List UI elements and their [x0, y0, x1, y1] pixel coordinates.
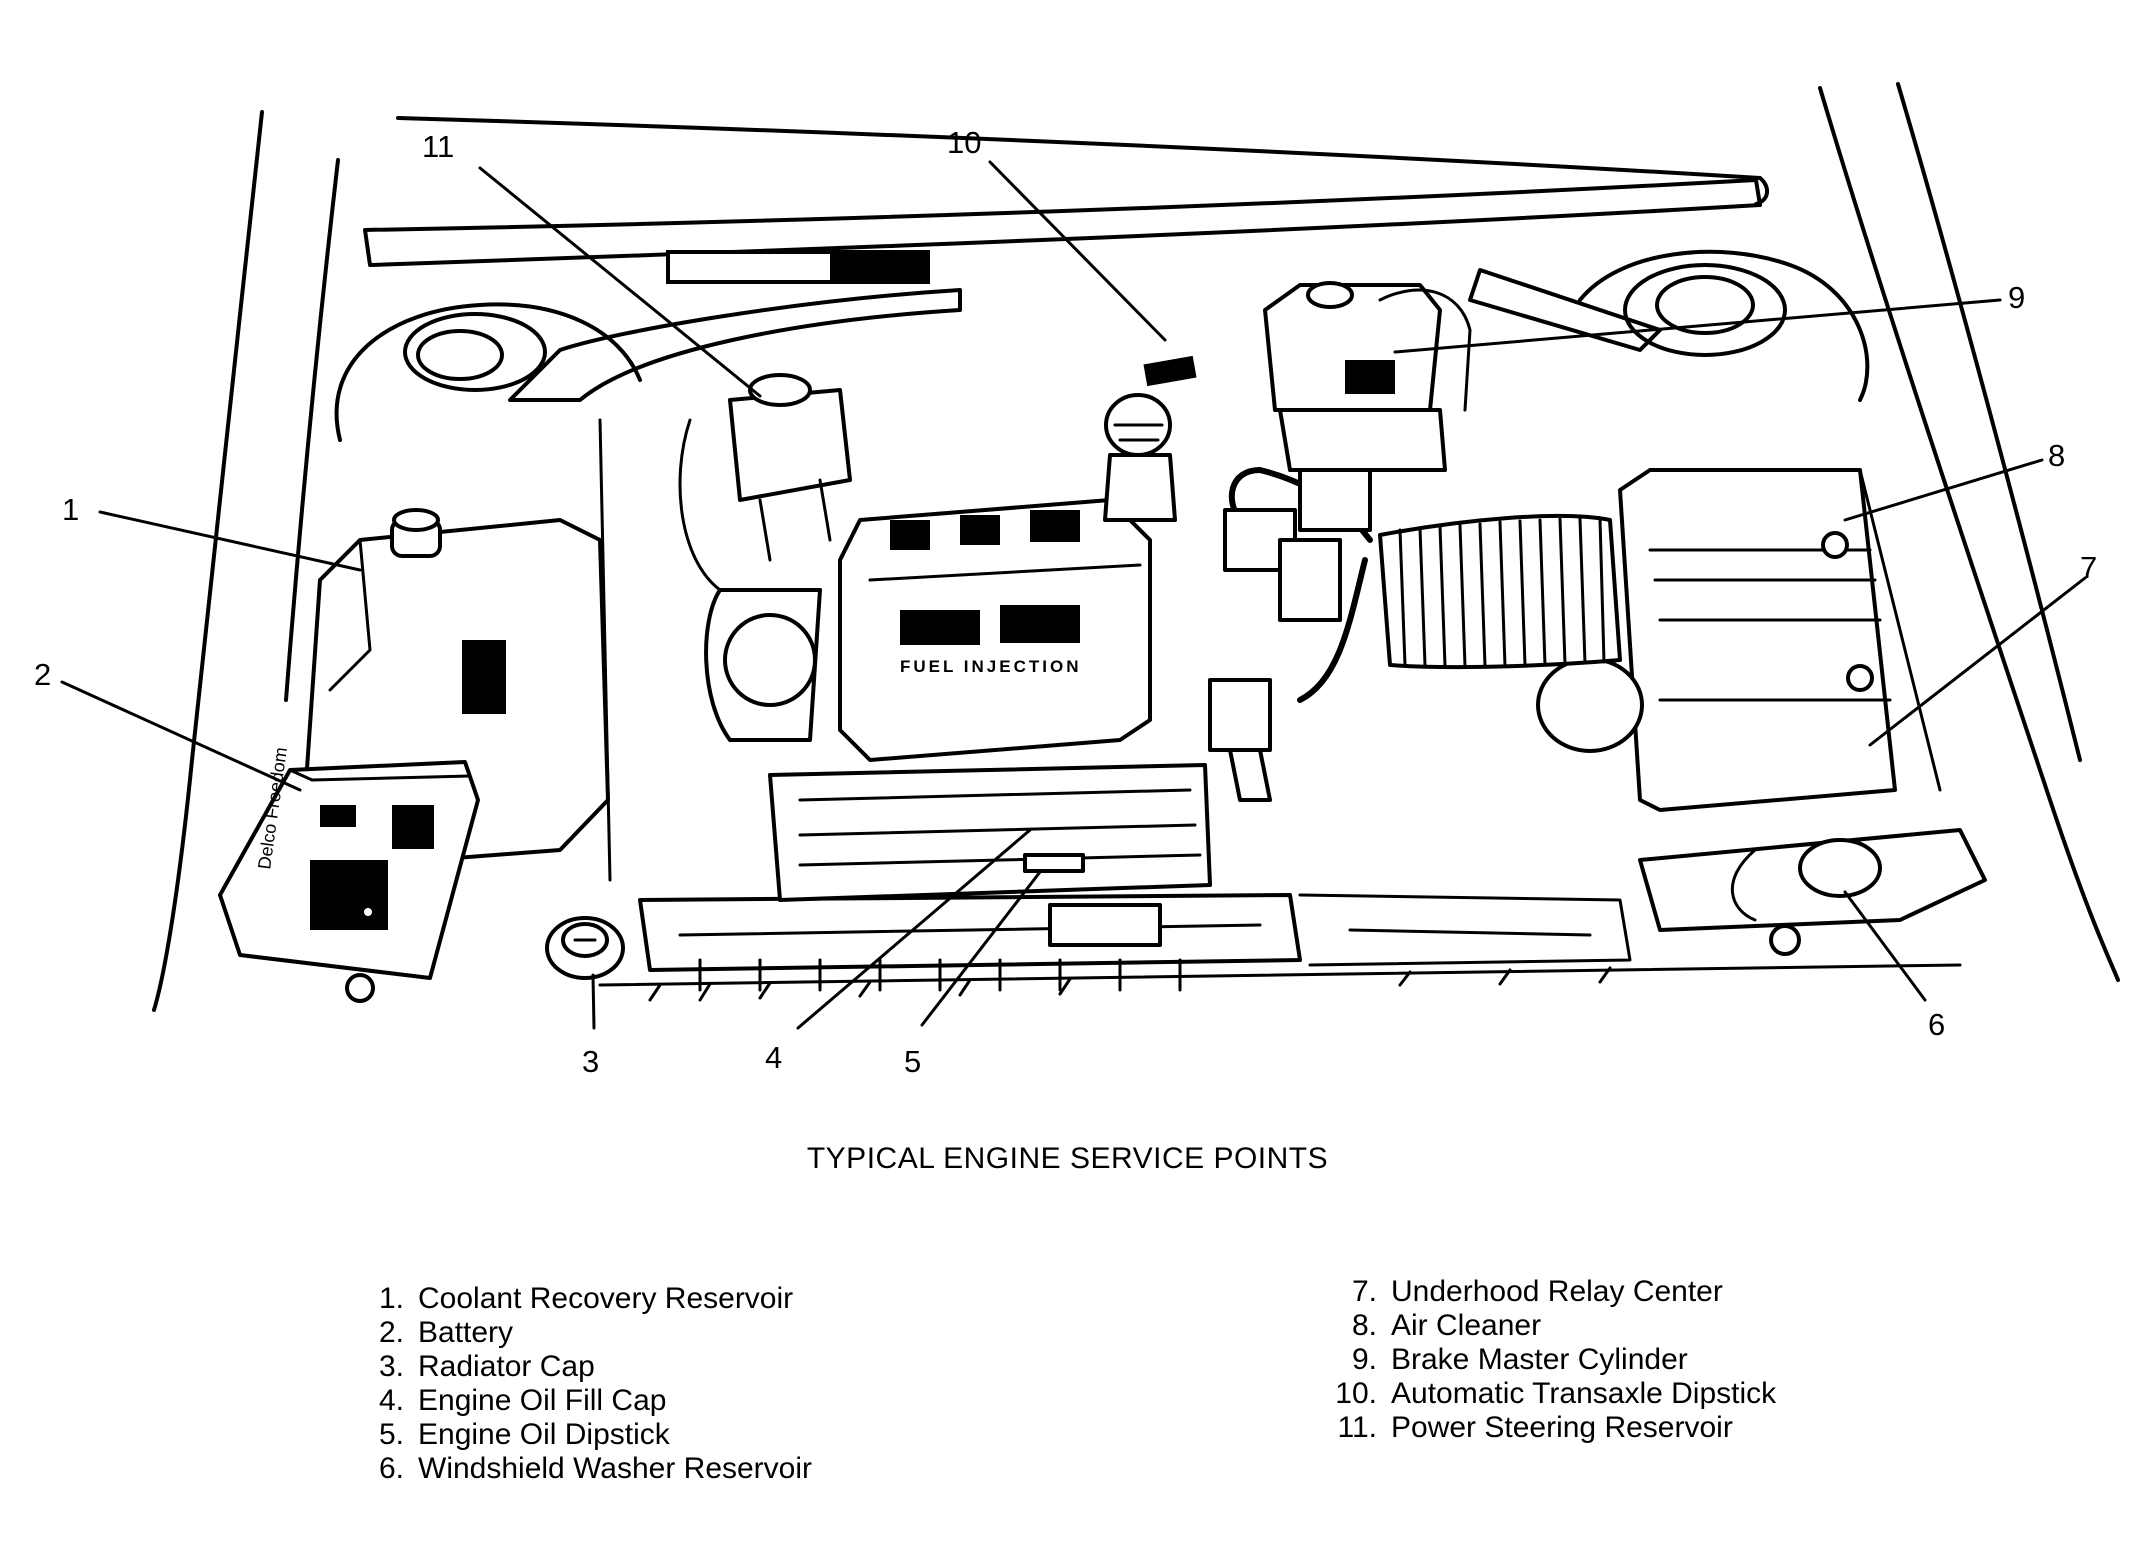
legend-item-number: 11.: [1337, 1411, 1377, 1444]
legend-item-number: 3.: [378, 1350, 404, 1383]
radiator-support: [638, 893, 1632, 992]
legend-item-number: 2.: [378, 1316, 404, 1349]
legend-item-text: Underhood Relay Center: [1391, 1275, 1723, 1308]
legend-item-text: Coolant Recovery Reservoir: [418, 1282, 794, 1315]
legend-item-text: Engine Oil Dipstick: [418, 1418, 670, 1451]
legend-item-number: 1.: [378, 1282, 404, 1315]
callout-7: 7: [1868, 550, 2097, 747]
legend-item: 11. Power Steering Reservoir: [1325, 1411, 1776, 1445]
legend-item-text: Power Steering Reservoir: [1391, 1411, 1733, 1444]
callout-6-label: 6: [1928, 1007, 1945, 1042]
engine-oil-dipstick: [1023, 853, 1162, 947]
legend-left-column: 1. Coolant Recovery Reservoir 2. Battery 3…: [370, 1282, 812, 1486]
radiator-cap: [545, 916, 625, 980]
legend-item-text: Engine Oil Fill Cap: [418, 1384, 667, 1417]
callout-2-label: 2: [34, 657, 51, 692]
legend-item-number: 4.: [378, 1384, 404, 1417]
legend-item: 10. Automatic Transaxle Dipstick: [1325, 1377, 1776, 1411]
callout-7-label: 7: [2080, 550, 2097, 585]
callout-1-label: 1: [62, 492, 79, 527]
cowl-panel: [363, 178, 1762, 284]
legend-item-number: 10.: [1335, 1377, 1377, 1410]
legend-item: 4. Engine Oil Fill Cap: [370, 1384, 812, 1418]
fender-outline: [152, 82, 2120, 1012]
air-cleaner: [1536, 468, 1897, 812]
callout-11: 11: [422, 129, 762, 398]
legend-item-text: Battery: [418, 1316, 514, 1349]
legend-item-text: Automatic Transaxle Dipstick: [1391, 1377, 1777, 1410]
legend-item-text: Windshield Washer Reservoir: [418, 1452, 813, 1485]
legend-item: 3. Radiator Cap: [370, 1350, 812, 1384]
callout-5-label: 5: [904, 1044, 921, 1079]
battery: Delco Freedom: [218, 746, 480, 1003]
callout-2: 2: [34, 657, 302, 792]
diagram-caption: TYPICAL ENGINE SERVICE POINTS: [806, 1142, 1329, 1175]
legend-item-number: 7.: [1351, 1275, 1377, 1308]
legend-item-number: 9.: [1351, 1343, 1377, 1376]
callout-9-label: 9: [2008, 280, 2025, 315]
legend-item: 2. Battery: [370, 1316, 812, 1350]
callout-11-label: 11: [422, 129, 454, 164]
legend-item-text: Radiator Cap: [418, 1350, 595, 1383]
callout-4-label: 4: [765, 1040, 782, 1075]
legend-item: 7. Underhood Relay Center: [1325, 1275, 1776, 1309]
callout-10: 10: [947, 125, 1167, 342]
callout-6: 6: [1843, 890, 1945, 1042]
callout-10-label: 10: [947, 125, 981, 160]
callout-3-label: 3: [582, 1044, 599, 1079]
windshield-washer-reservoir: [1638, 828, 1987, 956]
callout-1: 1: [62, 492, 362, 572]
legend-item: 8. Air Cleaner: [1325, 1309, 1776, 1343]
legend-right-column: 7. Underhood Relay Center 8. Air Cleaner 9…: [1325, 1275, 1776, 1445]
front-grille: [598, 963, 1962, 1002]
callout-5: 5: [904, 870, 1042, 1079]
callout-3: 3: [582, 973, 599, 1079]
engine-bay-wall: [1858, 468, 1942, 792]
throttle-body: [1208, 508, 1342, 802]
legend-item-text: Brake Master Cylinder: [1391, 1343, 1688, 1376]
fuel-injection-label: FUEL INJECTION: [900, 657, 1081, 676]
legend-item: 1. Coolant Recovery Reservoir: [370, 1282, 812, 1316]
engine-cover: FUEL INJECTION: [838, 498, 1152, 762]
callout-4: 4: [765, 828, 1032, 1075]
legend-item-number: 8.: [1351, 1309, 1377, 1342]
legend-item: 9. Brake Master Cylinder: [1325, 1343, 1776, 1377]
callout-9: 9: [1393, 280, 2025, 354]
legend-item: 5. Engine Oil Dipstick: [370, 1418, 812, 1452]
engine-valve-cover: [768, 763, 1212, 902]
legend-item-number: 6.: [378, 1452, 404, 1485]
right-strut-tower: [1468, 249, 1870, 402]
callout-8-label: 8: [2048, 438, 2065, 473]
alternator: [678, 418, 822, 742]
air-intake-hose: [1228, 467, 1622, 703]
legend-item-number: 5.: [378, 1418, 404, 1451]
legend-item: 6. Windshield Washer Reservoir: [370, 1452, 812, 1486]
brake-master-cylinder: [1263, 281, 1472, 532]
callout-8: 8: [1843, 438, 2065, 522]
legend-item-text: Air Cleaner: [1391, 1309, 1542, 1342]
transaxle-dipstick: [1103, 355, 1197, 522]
power-steering-reservoir: [728, 373, 852, 562]
left-strut-tower: [334, 288, 962, 442]
